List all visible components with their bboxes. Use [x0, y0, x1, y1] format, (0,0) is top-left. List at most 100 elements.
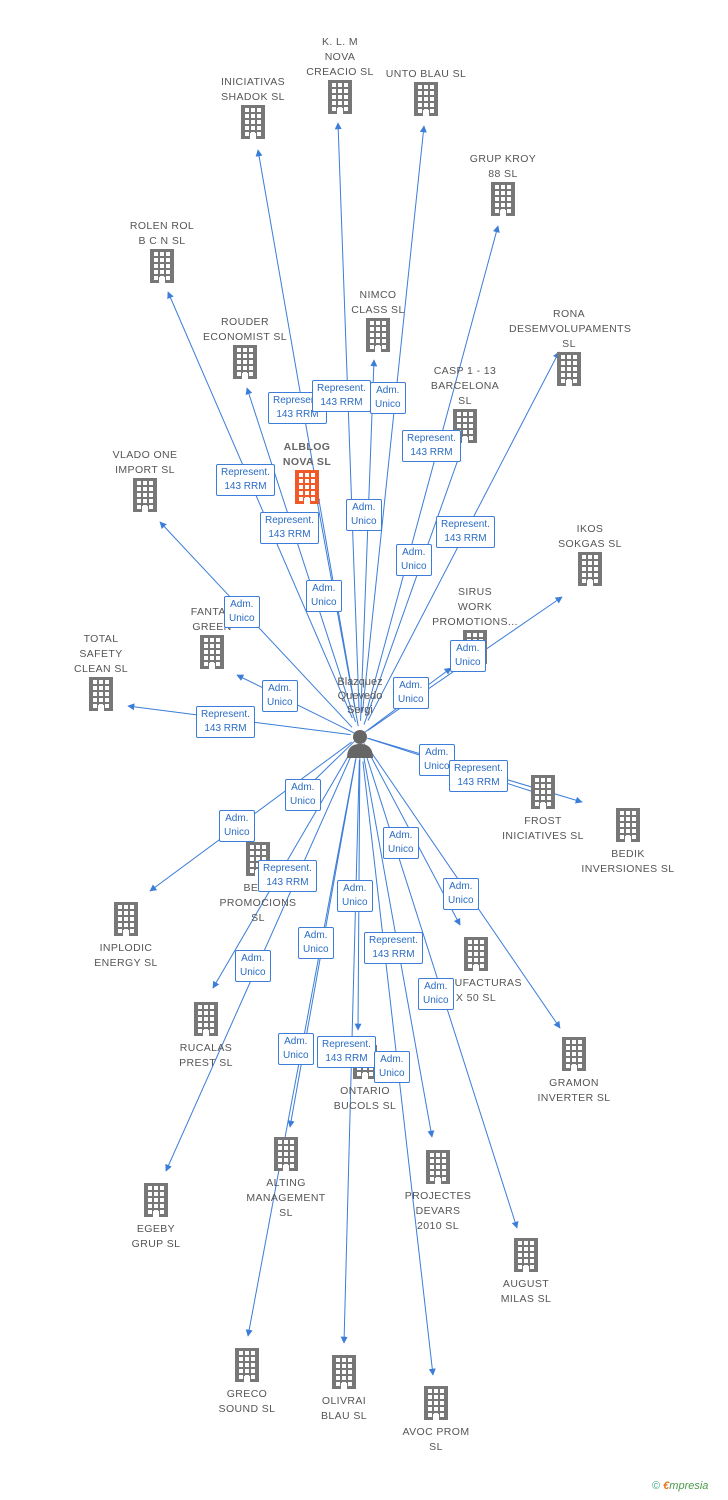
- company-label: UNTO BLAU SL: [385, 68, 467, 80]
- company-label: AUGUST MILAS SL: [500, 1278, 552, 1305]
- company-label: K. L. M NOVA CREACIO SL: [306, 36, 374, 78]
- relation-tag[interactable]: Represent. 143 RRM: [260, 512, 319, 544]
- brand-e: €: [663, 1480, 670, 1492]
- company-node-bedik[interactable]: BEDIK INVERSIONES SL: [568, 808, 688, 877]
- building-icon: [193, 105, 313, 144]
- company-node-alting[interactable]: ALTING MANAGEMENT SL: [226, 1137, 346, 1221]
- relation-tag[interactable]: Adm. Unico: [346, 499, 382, 531]
- relation-tag[interactable]: Represent. 143 RRM: [402, 430, 461, 462]
- relation-tag[interactable]: Represent. 143 RRM: [258, 860, 317, 892]
- company-label: PROJECTES DEVARS 2010 SL: [404, 1190, 472, 1232]
- relation-tag[interactable]: Adm. Unico: [450, 640, 486, 672]
- company-label: OLIVRAI BLAU SL: [321, 1395, 367, 1422]
- building-icon: [102, 249, 222, 288]
- building-icon: [284, 1355, 404, 1394]
- edge-line: [363, 453, 462, 725]
- company-label: GRAMON INVERTER SL: [537, 1077, 611, 1104]
- company-node-grupkroy[interactable]: GRUP KROY 88 SL: [443, 152, 563, 221]
- relation-tag[interactable]: Adm. Unico: [285, 779, 321, 811]
- company-label: FROST INICIATIVES SL: [502, 815, 584, 842]
- company-node-rucalas[interactable]: RUCALAS PREST SL: [146, 1002, 266, 1071]
- relation-tag[interactable]: Adm. Unico: [262, 680, 298, 712]
- company-node-frost[interactable]: FROST INICIATIVES SL: [483, 775, 603, 844]
- relation-tag[interactable]: Represent. 143 RRM: [436, 516, 495, 548]
- relation-tag[interactable]: Represent. 143 RRM: [196, 706, 255, 738]
- company-label: ALTING MANAGEMENT SL: [246, 1177, 326, 1219]
- edge-line: [255, 149, 357, 713]
- company-node-klm[interactable]: K. L. M NOVA CREACIO SL: [280, 35, 400, 119]
- building-icon: [318, 318, 438, 357]
- company-label: RUCALAS PREST SL: [179, 1042, 233, 1069]
- company-node-nimco[interactable]: NIMCO CLASS SL: [318, 288, 438, 357]
- building-icon: [41, 677, 161, 716]
- company-node-gramon[interactable]: GRAMON INVERTER SL: [514, 1037, 634, 1106]
- relation-tag[interactable]: Adm. Unico: [306, 580, 342, 612]
- company-node-greco[interactable]: GRECO SOUND SL: [187, 1348, 307, 1417]
- company-label: GRUP KROY 88 SL: [469, 153, 537, 180]
- relation-tag[interactable]: Adm. Unico: [224, 596, 260, 628]
- edge-line: [334, 122, 360, 712]
- company-node-iniciativas[interactable]: INICIATIVAS SHADOK SL: [193, 75, 313, 144]
- building-icon: [146, 1002, 266, 1041]
- relation-tag[interactable]: Adm. Unico: [393, 677, 429, 709]
- relation-tag[interactable]: Represent. 143 RRM: [449, 760, 508, 792]
- company-node-egeby[interactable]: EGEBY GRUP SL: [96, 1183, 216, 1252]
- company-node-alblog[interactable]: ALBLOG NOVA SL: [247, 440, 367, 509]
- company-label: GRECO SOUND SL: [218, 1388, 276, 1415]
- edge-line: [167, 291, 353, 719]
- company-label: ROLEN ROL B C N SL: [129, 220, 195, 247]
- building-icon: [187, 1348, 307, 1387]
- company-node-inplodic[interactable]: INPLODIC ENERGY SL: [66, 902, 186, 971]
- company-node-august[interactable]: AUGUST MILAS SL: [466, 1238, 586, 1307]
- company-node-avoc[interactable]: AVOC PROM SL: [376, 1386, 496, 1455]
- relation-tag[interactable]: Adm. Unico: [370, 382, 406, 414]
- company-node-fantas[interactable]: FANTAS GREEN: [152, 605, 272, 674]
- building-icon: [514, 1037, 634, 1076]
- company-label: ALBLOG NOVA SL: [282, 441, 332, 468]
- edge-line: [362, 125, 427, 712]
- center-person-label[interactable]: Blazquez Quevedo Sergi: [337, 676, 383, 716]
- relation-tag[interactable]: Adm. Unico: [337, 880, 373, 912]
- company-node-rolen[interactable]: ROLEN ROL B C N SL: [102, 219, 222, 288]
- relation-tag[interactable]: Adm. Unico: [374, 1051, 410, 1083]
- relation-tag[interactable]: Adm. Unico: [418, 978, 454, 1010]
- relation-tag[interactable]: Adm. Unico: [419, 744, 455, 776]
- company-node-vlado[interactable]: VLADO ONE IMPORT SL: [85, 448, 205, 517]
- relation-tag[interactable]: Adm. Unico: [235, 950, 271, 982]
- company-node-rona[interactable]: RONA DESEMVOLUPAMENTS SL: [509, 307, 631, 391]
- company-node-rouder[interactable]: ROUDER ECONOMIST SL: [185, 315, 305, 384]
- company-label: EGEBY GRUP SL: [131, 1223, 181, 1250]
- company-label: TOTAL SAFETY CLEAN SL: [74, 633, 128, 675]
- company-label: CASP 1 - 13 BARCELONA SL: [430, 365, 500, 407]
- company-label: FANTAS GREEN: [190, 606, 234, 633]
- company-label: IKOS SOKGAS SL: [558, 523, 622, 550]
- relation-tag[interactable]: Represent. 143 RRM: [312, 380, 371, 412]
- relation-tag[interactable]: Adm. Unico: [219, 810, 255, 842]
- relation-tag[interactable]: Represent. 143 RRM: [216, 464, 275, 496]
- company-node-ikos[interactable]: IKOS SOKGAS SL: [530, 522, 650, 591]
- relation-tag[interactable]: Adm. Unico: [383, 827, 419, 859]
- relation-tag[interactable]: Represent. 143 RRM: [317, 1036, 376, 1068]
- relation-tag[interactable]: Adm. Unico: [298, 927, 334, 959]
- person-icon[interactable]: [345, 728, 375, 763]
- building-icon: [416, 937, 536, 976]
- company-node-unto[interactable]: UNTO BLAU SL: [366, 67, 486, 121]
- company-node-olivrai[interactable]: OLIVRAI BLAU SL: [284, 1355, 404, 1424]
- relation-tag[interactable]: Adm. Unico: [278, 1033, 314, 1065]
- building-icon: [66, 902, 186, 941]
- relation-tag[interactable]: Adm. Unico: [396, 544, 432, 576]
- building-icon: [152, 635, 272, 674]
- company-node-total[interactable]: TOTAL SAFETY CLEAN SL: [41, 632, 161, 716]
- building-icon: [226, 1137, 346, 1176]
- relation-tag[interactable]: Represent. 143 RRM: [364, 932, 423, 964]
- building-icon: [85, 478, 205, 517]
- relation-tag[interactable]: Adm. Unico: [443, 878, 479, 910]
- building-icon: [185, 345, 305, 384]
- company-node-projectes[interactable]: PROJECTES DEVARS 2010 SL: [378, 1150, 498, 1234]
- company-label: AVOC PROM SL: [402, 1426, 470, 1453]
- building-icon: [96, 1183, 216, 1222]
- company-label: NIMCO CLASS SL: [351, 289, 405, 316]
- company-label: VLADO ONE IMPORT SL: [112, 449, 178, 476]
- building-icon: [366, 82, 486, 121]
